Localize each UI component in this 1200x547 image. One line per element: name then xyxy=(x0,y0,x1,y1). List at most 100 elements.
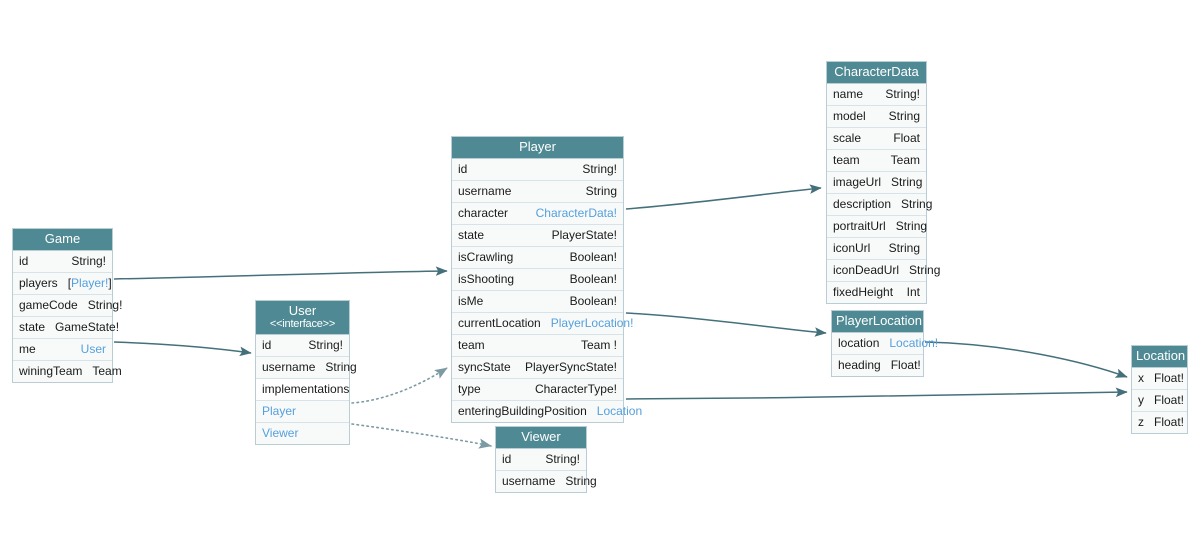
field-name: syncState xyxy=(458,360,511,374)
field-name: iconDeadUrl xyxy=(833,263,900,277)
field-type[interactable]: [Player!] xyxy=(58,276,112,290)
field-type: Float xyxy=(893,131,920,145)
entity-header-game: Game xyxy=(13,229,112,251)
entity-stereotype: <<interface>> xyxy=(269,318,336,330)
edge-game-me-to-user xyxy=(113,341,252,357)
field-name: isMe xyxy=(458,294,484,308)
field-type: Float! xyxy=(1154,371,1185,385)
field-type: Float! xyxy=(1154,415,1185,429)
field-type-link[interactable]: Player! xyxy=(71,276,109,290)
field-name: username xyxy=(458,184,512,198)
edge-user-viewer-implements xyxy=(351,423,492,449)
field-row[interactable]: me User xyxy=(13,339,112,361)
field-row[interactable]: id String! xyxy=(13,251,112,273)
edge-player-enteringbuildingposition-to-location xyxy=(625,387,1128,400)
field-type: String xyxy=(888,109,920,123)
field-type: String xyxy=(895,219,928,233)
field-row[interactable]: fixedHeight Int xyxy=(827,282,926,303)
implementation-item[interactable]: Player xyxy=(256,401,349,423)
field-type: Float! xyxy=(1154,393,1185,407)
field-type[interactable]: CharacterData! xyxy=(535,206,617,220)
entity-title: User xyxy=(288,303,317,318)
field-row[interactable]: currentLocation PlayerLocation! xyxy=(452,313,633,335)
field-type[interactable]: PlayerLocation! xyxy=(550,316,634,330)
field-name: model xyxy=(833,109,866,123)
field-type: String xyxy=(888,241,920,255)
field-name: type xyxy=(458,382,481,396)
field-type[interactable]: Location! xyxy=(889,336,939,350)
entity-header-user: User<<interface>> xyxy=(256,301,349,335)
field-name: description xyxy=(833,197,892,211)
field-row[interactable]: players[Player!] xyxy=(13,273,112,295)
field-type: String! xyxy=(885,87,920,101)
field-name: character xyxy=(458,206,509,220)
field-row[interactable]: iconDeadUrl String xyxy=(827,260,940,282)
field-name: players xyxy=(19,276,58,290)
field-type: String xyxy=(585,184,617,198)
entity-header-viewer: Viewer xyxy=(496,427,586,449)
field-type[interactable]: User xyxy=(80,342,106,356)
field-row[interactable]: username String xyxy=(452,181,623,203)
field-type: Boolean! xyxy=(569,250,617,264)
edge-user-player-implements xyxy=(351,367,448,404)
field-type: String! xyxy=(87,298,123,312)
field-name: team xyxy=(833,153,860,167)
field-name: username xyxy=(262,360,316,374)
field-name: currentLocation xyxy=(458,316,541,330)
field-row[interactable]: character CharacterData! xyxy=(452,203,623,225)
field-type: String xyxy=(909,263,941,277)
field-type-suffix: ] xyxy=(108,276,112,290)
field-row[interactable]: model String xyxy=(827,106,926,128)
field-type: String! xyxy=(71,254,106,268)
field-type: Int xyxy=(906,285,920,299)
entity-header-player: Player xyxy=(452,137,623,159)
implementation-item[interactable]: Viewer xyxy=(256,423,349,444)
entity-header-location: Location xyxy=(1132,346,1187,368)
field-name: me xyxy=(19,342,36,356)
field-type: String! xyxy=(308,338,343,352)
field-type[interactable]: Location xyxy=(596,404,643,418)
field-type: String! xyxy=(582,162,617,176)
entity-title: Game xyxy=(44,231,81,246)
field-name: id xyxy=(19,254,29,268)
field-name: fixedHeight xyxy=(833,285,894,299)
field-name: team xyxy=(458,338,485,352)
entity-header-playerlocation: PlayerLocation xyxy=(832,311,923,333)
